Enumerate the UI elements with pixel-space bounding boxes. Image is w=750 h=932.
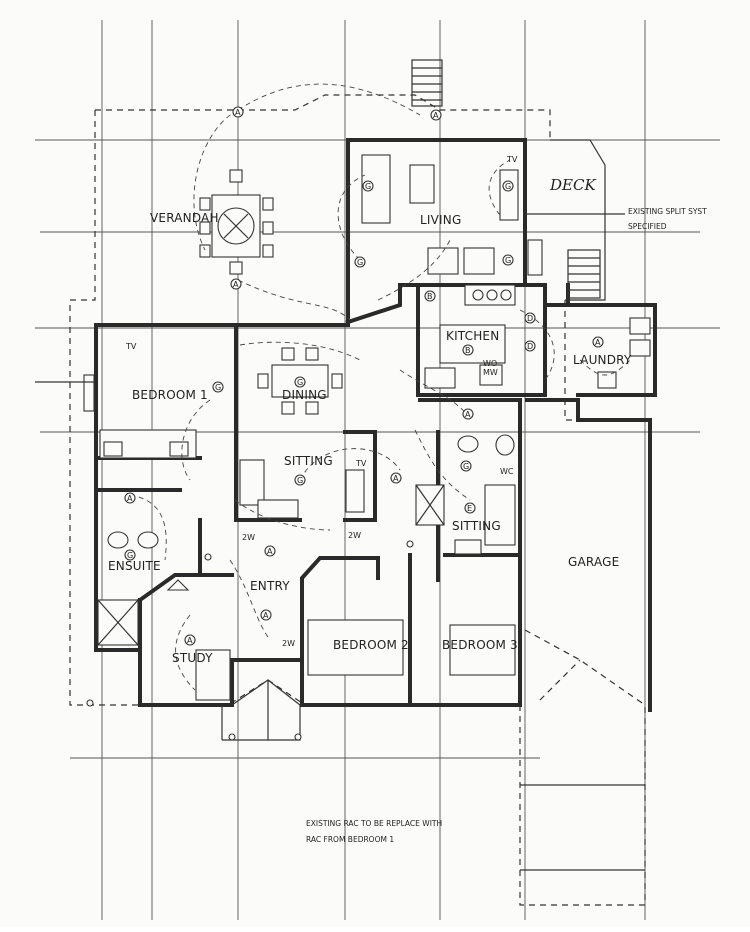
tv-label-sitting: TV (355, 459, 367, 468)
split-system-note-line2: SPECIFIED (628, 222, 667, 231)
two-way-label-sitting: 2W (348, 531, 361, 540)
stairs (411, 59, 443, 107)
wiring (129, 83, 631, 691)
svg-text:B: B (465, 346, 471, 355)
bathroom-fittings (415, 434, 516, 555)
svg-text:G: G (215, 383, 221, 392)
svg-text:A: A (595, 338, 601, 347)
kitchen-fittings (424, 284, 516, 389)
svg-text:A: A (267, 547, 273, 556)
room-label-study: STUDY (172, 651, 213, 665)
svg-text:G: G (297, 378, 303, 387)
svg-text:A: A (233, 280, 239, 289)
entry-porch (86, 679, 302, 741)
svg-text:A: A (127, 494, 133, 503)
tv-label-living: TV (506, 155, 518, 164)
svg-text:G: G (127, 551, 133, 560)
room-label-deck: DECK (549, 176, 596, 194)
beds (307, 619, 516, 676)
svg-text:G: G (505, 256, 511, 265)
svg-text:G: G (365, 182, 371, 191)
room-label-bedroom1: BEDROOM 1 (132, 388, 208, 402)
svg-text:B: B (427, 292, 433, 301)
sitting-furniture (239, 459, 365, 519)
room-label-dining: DINING (282, 388, 327, 402)
bedroom1-fittings (83, 374, 197, 459)
laundry-fittings (597, 317, 651, 389)
rac-note-line2: RAC FROM BEDROOM 1 (306, 835, 394, 844)
room-label-bedroom2: BEDROOM 2 (333, 638, 409, 652)
two-way-label-entry: 2W (242, 533, 255, 542)
wall-oven-label: WO (483, 359, 497, 368)
svg-text:E: E (467, 504, 472, 513)
svg-text:G: G (297, 476, 303, 485)
two-way-label-study: 2W (282, 639, 295, 648)
svg-text:A: A (263, 611, 269, 620)
svg-text:G: G (505, 182, 511, 191)
driveway (520, 784, 645, 871)
svg-text:D: D (527, 342, 533, 351)
microwave-label: MW (483, 368, 498, 377)
split-system-note-line1: EXISTING SPLIT SYST (628, 207, 707, 216)
room-label-verandah: VERANDAH (150, 211, 219, 225)
symbol-labels: TV TV TV 2W 2W 2W WO MW WC (125, 155, 518, 648)
svg-text:G: G (357, 258, 363, 267)
svg-text:D: D (527, 314, 533, 323)
deck-outline (550, 139, 606, 301)
room-label-sitting-center: SITTING (284, 454, 333, 468)
svg-text:A: A (187, 636, 193, 645)
room-label-ensuite: ENSUITE (108, 559, 161, 573)
room-label-bedroom3: BEDROOM 3 (442, 638, 518, 652)
annotations: EXISTING SPLIT SYST SPECIFIED EXISTING R… (306, 207, 707, 844)
verandah-table (199, 169, 274, 275)
fixture-symbols: A A A G G G G B B D D G G A G A G A A A … (124, 106, 604, 646)
room-label-garage: GARAGE (568, 555, 619, 569)
room-label-living: LIVING (420, 213, 461, 227)
room-label-kitchen: KITCHEN (446, 329, 499, 343)
rac-note-line1: EXISTING RAC TO BE REPLACE WITH (306, 819, 442, 828)
tv-label-bedroom1: TV (125, 342, 137, 351)
room-label-sitting-right: SITTING (452, 519, 501, 533)
svg-text:A: A (235, 108, 241, 117)
svg-text:G: G (463, 462, 469, 471)
svg-text:A: A (433, 111, 439, 120)
room-label-laundry: LAUNDRY (573, 353, 632, 367)
wc-label: WC (500, 467, 514, 476)
room-labels: VERANDAH LIVING DECK KITCHEN LAUNDRY BED… (108, 176, 632, 665)
ensuite-fittings (97, 531, 159, 646)
room-label-entry: ENTRY (250, 579, 290, 593)
study-furniture (166, 579, 231, 701)
svg-text:A: A (465, 410, 471, 419)
svg-text:A: A (393, 474, 399, 483)
